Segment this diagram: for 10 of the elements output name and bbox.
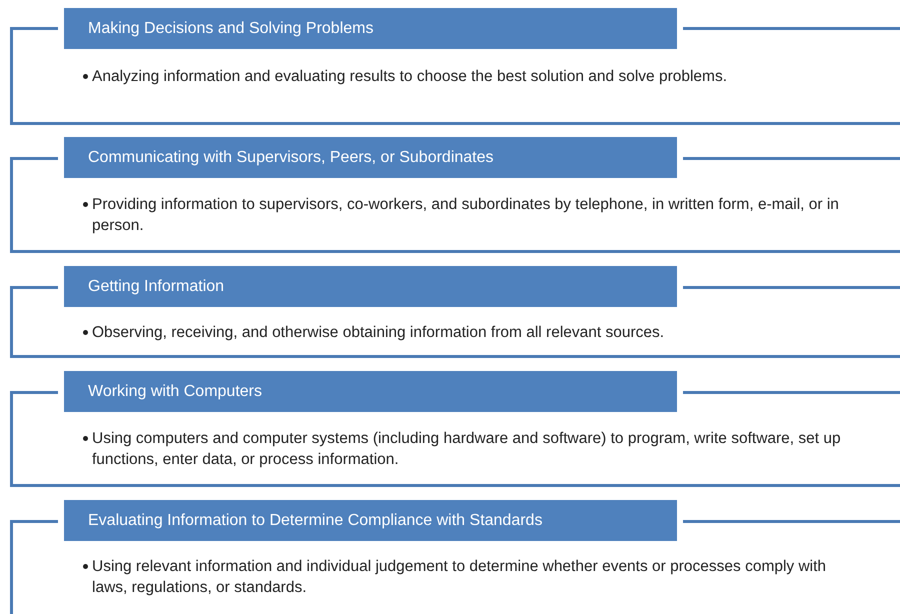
bullet-text: Using relevant information and individual judgement to determine whether events or processes comply with laws, regulations, or standards. [92, 558, 826, 596]
bullet-text: Observing, receiving, and otherwise obtaining information from all relevant sources. [92, 324, 664, 341]
heading-band: Working with Computers [58, 371, 683, 412]
heading-band: Communicating with Supervisors, Peers, or Subordinates [58, 137, 683, 178]
bullet-text: Analyzing information and evaluating results to choose the best solution and solve problems. [92, 68, 728, 85]
heading-band: Getting Information [58, 266, 683, 307]
heading-band: Evaluating Information to Determine Compliance with Standards [58, 500, 683, 541]
bullet-text: Using computers and computer systems (including hardware and software) to program, write software, set up functions, enter data, or process information. [92, 430, 841, 468]
heading-band: Making Decisions and Solving Problems [58, 8, 683, 49]
bullet-text: Providing information to supervisors, co-workers, and subordinates by telephone, in written form, e-mail, or in person. [92, 196, 839, 234]
